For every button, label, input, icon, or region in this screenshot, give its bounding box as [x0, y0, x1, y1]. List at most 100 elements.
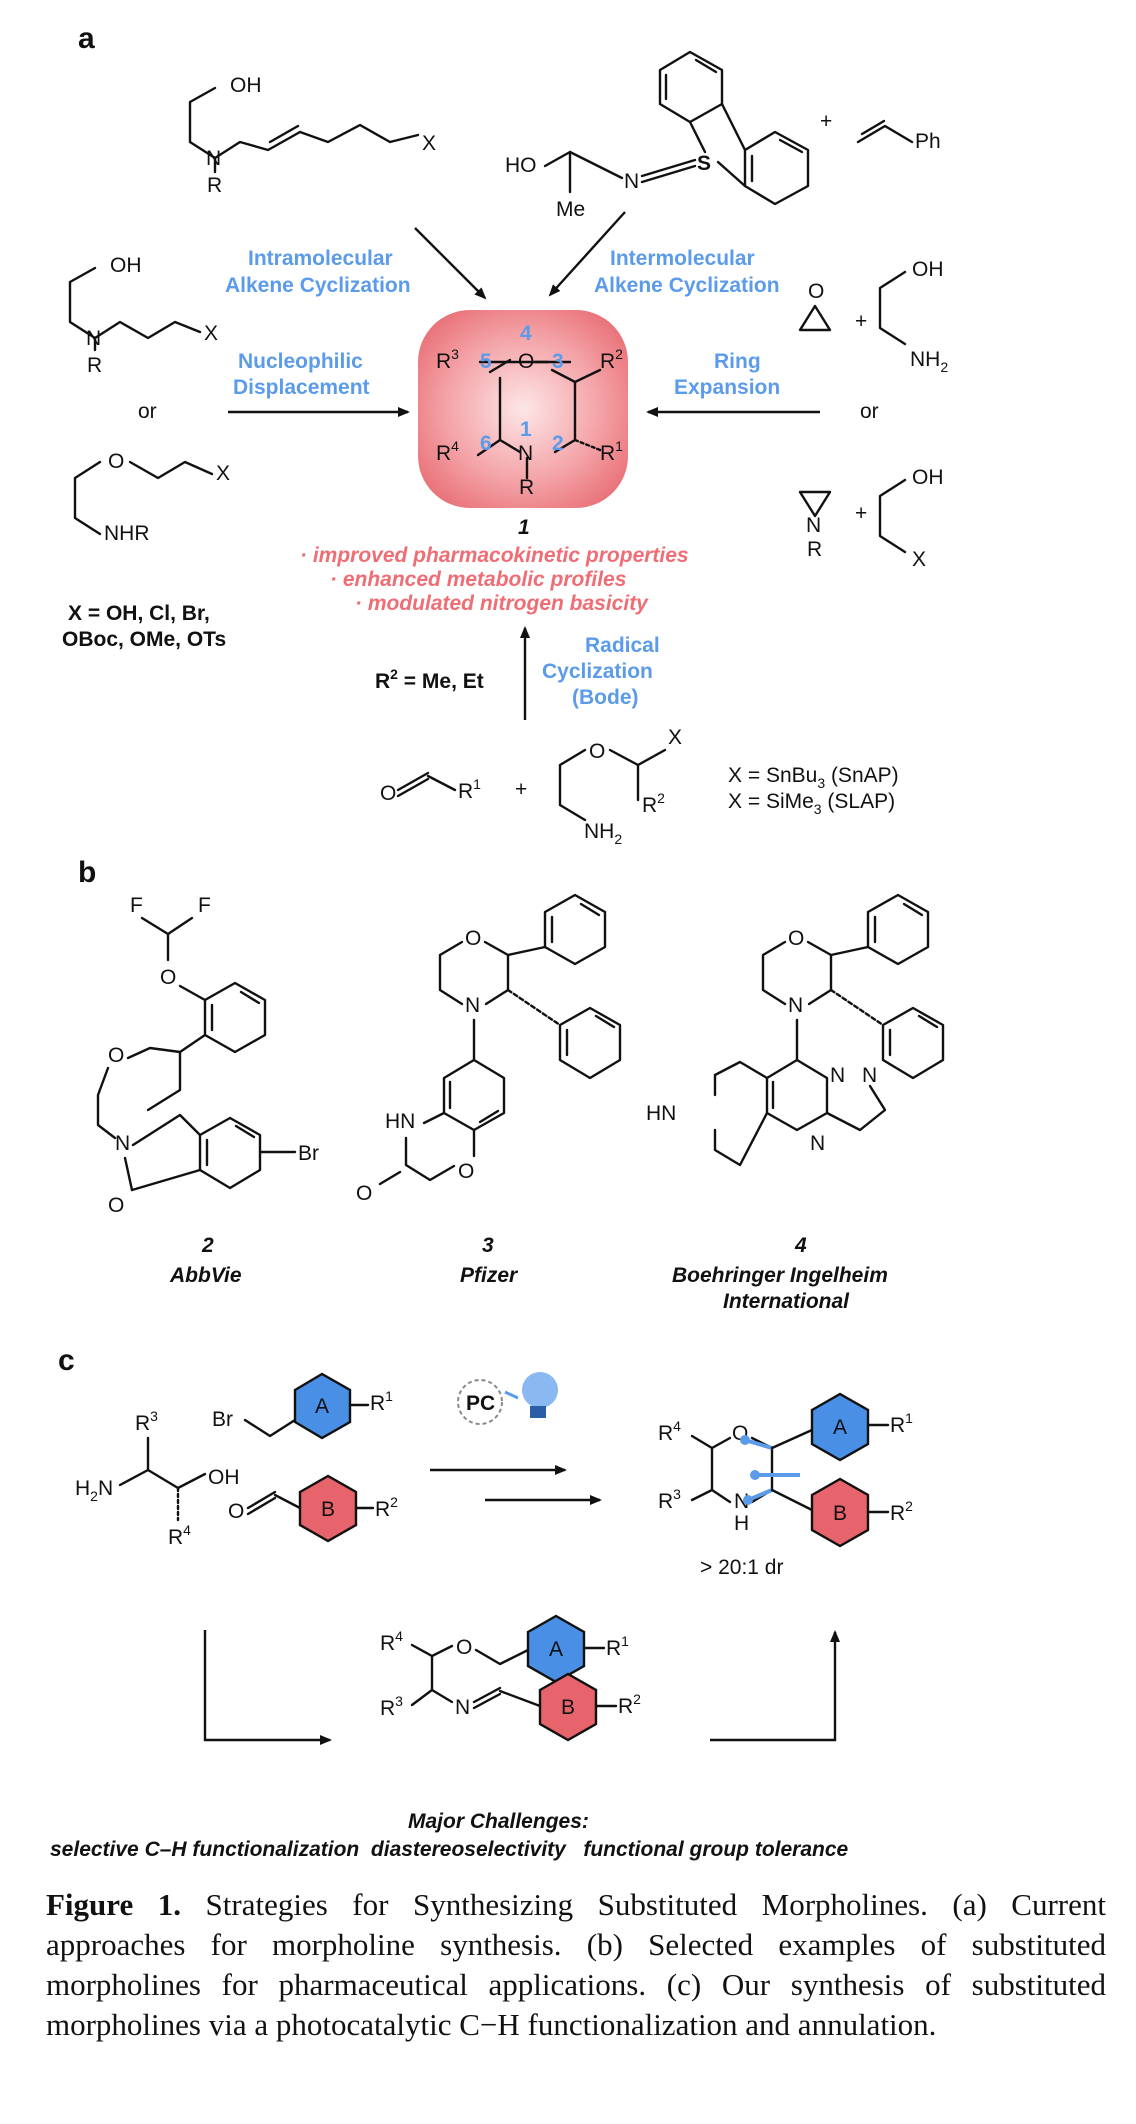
- ring-a-1: [293, 1372, 352, 1440]
- label-4-n: N: [788, 994, 803, 1017]
- label-prod-r4: R4: [658, 1418, 681, 1445]
- ring-b-2: [810, 1477, 870, 1548]
- compound-2-number: 2: [201, 1234, 214, 1257]
- compound-4: O N N N N HN: [646, 893, 945, 1167]
- label-3-n: N: [465, 994, 480, 1017]
- label-c-r2-2: R2: [890, 1498, 913, 1525]
- label-2-o3: O: [108, 1194, 124, 1217]
- label-s: S: [697, 152, 711, 175]
- core-r3: R3: [436, 346, 459, 373]
- label-right-plus: +: [855, 310, 867, 333]
- label-c-r1-3: R1: [606, 1633, 629, 1660]
- label-int-r4: R4: [380, 1628, 403, 1655]
- label-left-n: N: [86, 327, 101, 350]
- label-right-x: X: [912, 548, 926, 571]
- challenges-list: selective C–H functionalization diastere…: [50, 1838, 849, 1861]
- label-c-oh: OH: [208, 1466, 240, 1489]
- label-pc: PC: [466, 1392, 495, 1415]
- compound-4-number: 4: [794, 1234, 807, 1257]
- core-pos1: 1: [520, 418, 532, 441]
- aryl-aldehyde: O B R2: [228, 1474, 398, 1543]
- label-bottom-plus: +: [515, 778, 527, 801]
- arrow-c-up: [710, 1630, 840, 1742]
- core-o: O: [518, 350, 534, 373]
- compound-2-company: AbbVie: [169, 1264, 242, 1287]
- label-right-r: R: [807, 538, 822, 561]
- method-intramolecular-2: Alkene Cyclization: [225, 274, 411, 297]
- property-2: · enhanced metabolic profiles: [330, 568, 626, 591]
- compound-4-company-2: International: [723, 1290, 850, 1313]
- r2-definition: R2 = Me, Et: [375, 666, 484, 693]
- label-3-hn: HN: [385, 1110, 415, 1133]
- label-c-r3: R3: [135, 1408, 158, 1435]
- arrow-intermolecular: [548, 211, 626, 297]
- compound-2: F F O O N O Br: [96, 894, 319, 1217]
- label-left-o: O: [108, 450, 124, 473]
- label-right-oh: OH: [912, 258, 944, 281]
- label-bottom-x: X: [668, 726, 682, 749]
- label-4-n2: N: [830, 1064, 845, 1087]
- label-right-n: N: [806, 514, 821, 537]
- ring-b-2-label: B: [833, 1502, 847, 1525]
- label-c-r2-3: R2: [618, 1691, 641, 1718]
- ring-b-3: [538, 1672, 598, 1742]
- method-ring-2: Expansion: [674, 376, 780, 399]
- panel-b-label: b: [78, 856, 96, 889]
- core-r2: R2: [600, 346, 623, 373]
- label-int-n: N: [455, 1696, 470, 1719]
- label-right-or: or: [860, 400, 879, 423]
- method-ring-1: Ring: [714, 350, 761, 373]
- photocatalyst: PC: [457, 1372, 558, 1425]
- label-2-br: Br: [298, 1142, 319, 1165]
- label-2-o2: O: [108, 1044, 124, 1067]
- label-3-o2: O: [356, 1182, 372, 1205]
- method-nucleophilic-2: Displacement: [233, 376, 370, 399]
- label-c-r1-2: R1: [890, 1410, 913, 1437]
- ring-b-1-label: B: [321, 1498, 335, 1521]
- label-4-n4: N: [810, 1132, 825, 1155]
- label-ph: Ph: [915, 130, 941, 153]
- method-intermolecular-1: Intermolecular: [610, 247, 755, 270]
- ring-b-1: [298, 1474, 358, 1543]
- arrow-c-down: [203, 1630, 332, 1745]
- product-morpholine: R4 O R3 N H A R1 B R2: [658, 1392, 913, 1548]
- label-3-o3: O: [458, 1160, 474, 1183]
- label-prod-r3: R3: [658, 1486, 681, 1513]
- reactant-sulfilimine: HO Me N S + Ph: [505, 50, 941, 221]
- property-1: · improved pharmacokinetic properties: [300, 544, 689, 567]
- core-r4: R4: [436, 438, 459, 465]
- label-3-o: O: [465, 927, 481, 950]
- ring-a-1-label: A: [315, 1395, 329, 1418]
- benzyl-bromide: Br A R1: [212, 1372, 393, 1440]
- label-int-o: O: [456, 1636, 472, 1659]
- label-left-r: R: [87, 354, 102, 377]
- label-plus: +: [820, 110, 832, 133]
- ring-a-2: [810, 1392, 870, 1462]
- label-left-nhr: NHR: [104, 522, 150, 545]
- label-right-nh2: NH2: [910, 348, 948, 375]
- method-intermolecular-2: Alkene Cyclization: [594, 274, 780, 297]
- method-radical-2: Cyclization: [542, 660, 653, 683]
- label-2-f1: F: [130, 894, 143, 917]
- label-left-x: X: [204, 322, 218, 345]
- bottom-reactants: O R1 + O X R2 NH2 X = SnBu3 (SnAP) X = S…: [380, 726, 899, 847]
- x-list-1: X = OH, Cl, Br,: [68, 602, 210, 625]
- right-reactants: O + OH NH2 or N R + OH X: [798, 258, 948, 571]
- compound-1-number: 1: [518, 516, 530, 539]
- ring-b-3-label: B: [561, 1696, 575, 1719]
- core-r: R: [519, 476, 534, 499]
- label-n2: N: [624, 170, 639, 193]
- label-aldehyde-r1: R1: [458, 776, 481, 803]
- label-2-f2: F: [198, 894, 211, 917]
- label-4-n3: N: [862, 1064, 877, 1087]
- label-left-or: or: [138, 400, 157, 423]
- left-reactants: OH N R X or O X NHR X = OH, Cl, Br, OBoc…: [62, 254, 230, 651]
- reactant-amino-alcohol-allyl: OH N R X: [188, 74, 436, 197]
- label-r: R: [207, 174, 222, 197]
- amino-alcohol: R3 H2N OH R4: [75, 1408, 240, 1549]
- ring-a-3-label: A: [549, 1638, 563, 1661]
- core-pos6: 6: [480, 432, 492, 455]
- label-c-br: Br: [212, 1408, 233, 1431]
- label-ho: HO: [505, 154, 537, 177]
- core-pos4: 4: [520, 322, 532, 345]
